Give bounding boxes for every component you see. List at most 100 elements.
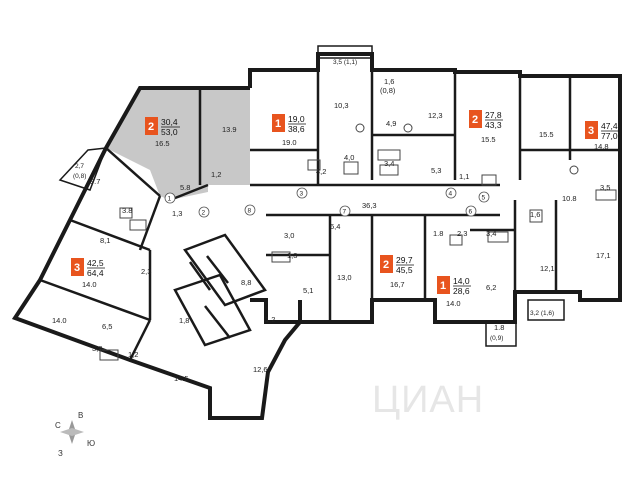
apartment-badge[interactable]: 3 47,4 77,0 <box>585 121 619 141</box>
apartment-total-area: 64,4 <box>87 268 104 278</box>
watermark-text: ЦИАН <box>372 379 484 421</box>
room-area: 1,2 <box>265 315 275 324</box>
room-area: 4,2 <box>316 167 326 176</box>
apartment-rooms: 3 <box>74 262 80 274</box>
room-area: 10.8 <box>562 194 577 203</box>
room-area: 6,4 <box>330 222 340 231</box>
apartment-badge[interactable]: 2 27,8 43,3 <box>469 110 503 130</box>
room-area: 1.8 <box>433 229 443 238</box>
room-area: 1,6 <box>530 210 540 219</box>
room-area: 15.5 <box>539 130 554 139</box>
room-area: 5,3 <box>431 166 441 175</box>
room-area: 1,6 <box>384 77 394 86</box>
room-area: 3,4 <box>384 159 394 168</box>
selected-apartment-fill[interactable] <box>106 88 250 200</box>
room-area: 19.0 <box>282 138 297 147</box>
apartment-living-area: 42,5 <box>87 258 104 268</box>
room-area: 5.8 <box>180 183 190 192</box>
room-area: 4,0 <box>344 153 354 162</box>
room-area: 3,5 <box>600 183 610 192</box>
room-area: 2,3 <box>141 267 151 276</box>
apartment-total-area: 38,6 <box>288 124 305 134</box>
room-area: 16.5 <box>155 139 170 148</box>
room-area: 3,5 (1,1) <box>333 59 357 66</box>
apartment-total-area: 28,6 <box>453 286 470 296</box>
room-area: 6,5 <box>102 322 112 331</box>
apartment-living-area: 19,0 <box>288 114 305 124</box>
door-number: 3 <box>300 191 304 198</box>
apartment-badge[interactable]: 2 30,4 53,0 <box>145 117 180 137</box>
compass-north: В <box>78 411 83 420</box>
fixtures <box>99 123 617 361</box>
apartment-rooms: 1 <box>440 280 446 292</box>
compass-south: З <box>58 449 63 458</box>
door-number: 1 <box>168 196 172 203</box>
apartment-total-area: 45,5 <box>396 265 413 275</box>
apartment-rooms: 3 <box>588 125 594 137</box>
room-area: 13.9 <box>222 125 237 134</box>
room-area: (0,9) <box>490 335 503 342</box>
apartment-badges: 2 30,4 53,0 1 19,0 38,6 2 27,8 43,3 3 47… <box>71 110 619 296</box>
door-number: 4 <box>449 191 453 198</box>
room-area: 12,1 <box>540 264 555 273</box>
room-area: 13,0 <box>337 273 352 282</box>
door-number: 6 <box>469 209 473 216</box>
apartment-total-area: 53,0 <box>161 127 178 137</box>
apartment-living-area: 29,7 <box>396 255 413 265</box>
room-area: 3,8 <box>92 344 102 353</box>
room-area: 3.8 <box>122 206 132 215</box>
room-area: 3,4 <box>486 229 496 238</box>
apartment-living-area: 47,4 <box>601 121 618 131</box>
room-area: 15.5 <box>481 135 496 144</box>
room-area: 8,1 <box>100 236 110 245</box>
apartment-badge[interactable]: 3 42,5 64,4 <box>71 258 105 278</box>
room-area: 12,3 <box>428 111 443 120</box>
door-number: 7 <box>343 209 347 216</box>
room-area: 8,8 <box>241 278 251 287</box>
room-area: 2,3 <box>457 229 467 238</box>
room-area: 5,1 <box>303 286 313 295</box>
compass-west: С <box>55 421 61 430</box>
room-area: 3,2 (1,6) <box>530 310 554 317</box>
room-area: 1,8 <box>179 316 189 325</box>
room-area: 1,1 <box>459 172 469 181</box>
door-number: 5 <box>482 195 486 202</box>
apartment-badge[interactable]: 1 14,0 28,6 <box>437 276 471 296</box>
room-area: 14.5 <box>174 374 189 383</box>
room-area: 1,3 <box>287 251 297 260</box>
door-number: 2 <box>202 210 206 217</box>
room-area: 4,9 <box>386 119 396 128</box>
room-area: 1,2 <box>128 350 138 359</box>
room-area: 9.7 <box>90 177 100 186</box>
room-area: 14.0 <box>82 280 97 289</box>
apartment-total-area: 43,3 <box>485 120 502 130</box>
room-area: 10,3 <box>334 101 349 110</box>
walls <box>11 45 622 420</box>
room-area: 6,2 <box>486 283 496 292</box>
apartment-rooms: 2 <box>383 259 389 271</box>
door-number: 8 <box>248 208 252 215</box>
apartment-rooms: 1 <box>275 118 281 130</box>
room-area: 16,7 <box>390 280 405 289</box>
room-area: 14.8 <box>594 142 609 151</box>
apartment-badge[interactable]: 1 19,0 38,6 <box>272 114 306 134</box>
apartment-rooms: 2 <box>472 114 478 126</box>
apartment-badge[interactable]: 2 29,7 45,5 <box>380 255 414 275</box>
apartment-rooms: 2 <box>148 121 154 133</box>
apartment-living-area: 30,4 <box>161 117 178 127</box>
compass-east: Ю <box>87 439 95 448</box>
room-area: 17,1 <box>596 251 611 260</box>
room-area: 1,2 <box>211 170 221 179</box>
apartment-living-area: 14,0 <box>453 276 470 286</box>
room-area: (0,8) <box>380 86 396 95</box>
room-area: 2,7 <box>75 163 84 170</box>
room-area: (0,8) <box>73 173 86 180</box>
compass: В С Ю З <box>55 411 95 458</box>
room-area: 1,3 <box>172 209 182 218</box>
room-area: 36,3 <box>362 201 377 210</box>
room-area-labels: 16.5 13.9 9.7 2,7 (0,8) 3.8 5.8 1,2 1,3 … <box>52 59 611 383</box>
room-area: 14.0 <box>52 316 67 325</box>
apartment-total-area: 77,0 <box>601 131 618 141</box>
apartment-living-area: 27,8 <box>485 110 502 120</box>
